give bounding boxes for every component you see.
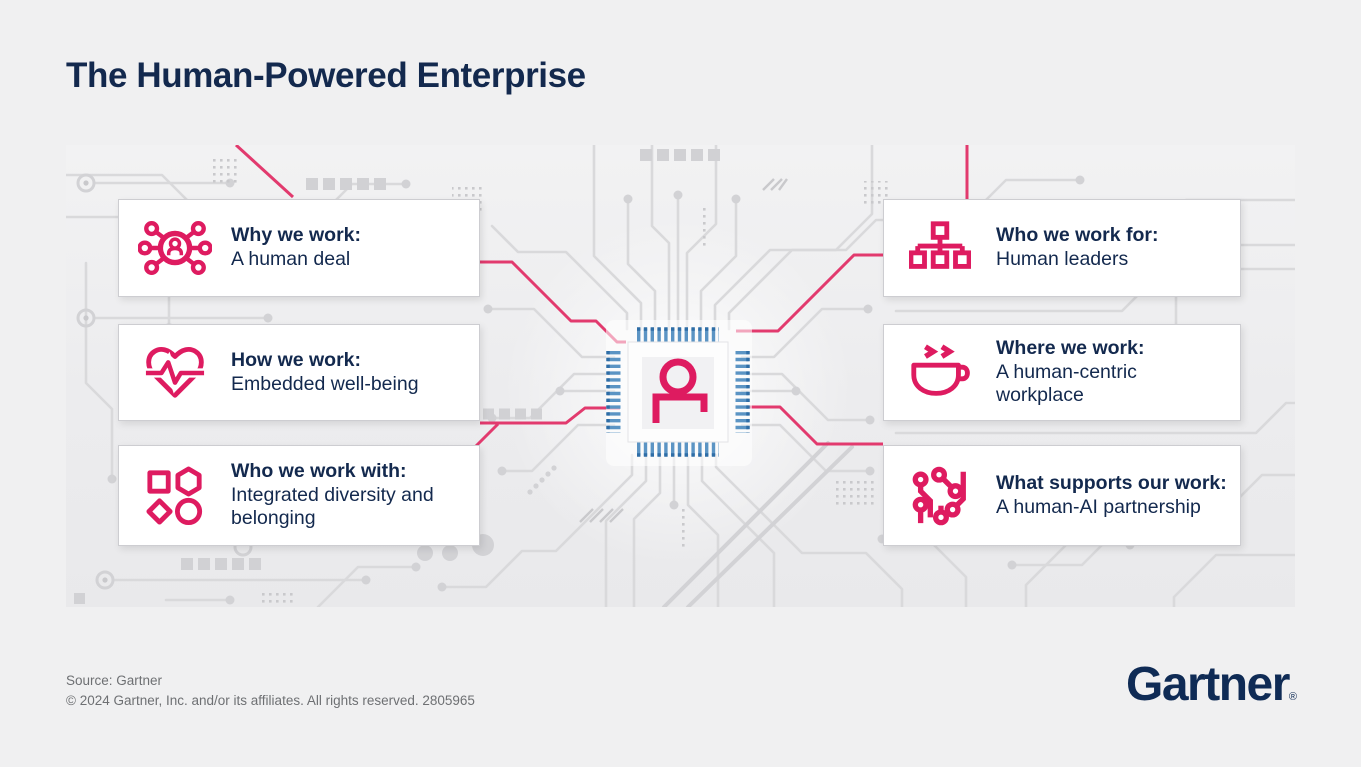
network-person-icon [119,217,231,279]
card-why-we-work: Why we work: A human deal [118,199,480,297]
card-subtitle: A human-centric workplace [996,360,1137,407]
thick-diagonal-traces [662,441,854,607]
card-title: Where we work: [996,336,1145,359]
card-what-supports-our-work: What supports our work: A human-AI partn… [883,445,1241,546]
gartner-logo-text: Gartner [1126,658,1290,711]
card-subtitle: A human deal [231,248,351,270]
hatch-marks [579,178,788,523]
card-who-we-work-with: Who we work with: Integrated diversity a… [118,445,480,546]
card-title: What supports our work: [996,471,1227,494]
card-text: Where we work: A human-centric workplace [996,337,1240,408]
card-where-we-work: Where we work: A human-centric workplace [883,324,1241,421]
org-chart-icon [884,220,996,276]
card-how-we-work: How we work: Embedded well-being [118,324,480,421]
registered-mark: ® [1288,691,1297,703]
card-text: Who we work for: Human leaders [996,224,1240,272]
diverse-shapes-icon [119,465,231,526]
gartner-logo: Gartner® [1126,657,1297,712]
card-text: Who we work with: Integrated diversity a… [231,460,475,531]
copyright-line: © 2024 Gartner, Inc. and/or its affiliat… [66,692,475,708]
pad-square-rows [181,149,721,570]
card-text: Why we work: A human deal [231,224,475,272]
card-text: How we work: Embedded well-being [231,349,475,397]
pad-square [74,593,85,604]
card-subtitle: Embedded well-being [231,372,419,395]
chip-person-icon [606,320,752,466]
card-subtitle: Human leaders [996,248,1129,270]
coffee-cup-icon [884,343,996,403]
footer: Source: Gartner © 2024 Gartner, Inc. and… [66,671,475,710]
card-subtitle: Integrated diversity and belonging [231,483,434,530]
card-title: How we work: [231,348,362,371]
page-title: The Human-Powered Enterprise [66,56,586,95]
card-title: Who we work with: [231,459,407,482]
pink-connector-traces [234,145,969,448]
gray-traces [66,145,1295,607]
card-title: Why we work: [231,224,362,247]
ai-circuit-icon [884,465,996,527]
card-text: What supports our work: A human-AI partn… [996,472,1240,520]
card-subtitle: A human-AI partnership [996,495,1201,518]
card-title: Who we work for: [996,224,1159,247]
source-line: Source: Gartner [66,673,163,688]
infographic-panel: Why we work: A human deal How we work: E… [66,145,1295,607]
card-who-we-work-for: Who we work for: Human leaders [883,199,1241,297]
heart-pulse-icon [119,344,231,402]
